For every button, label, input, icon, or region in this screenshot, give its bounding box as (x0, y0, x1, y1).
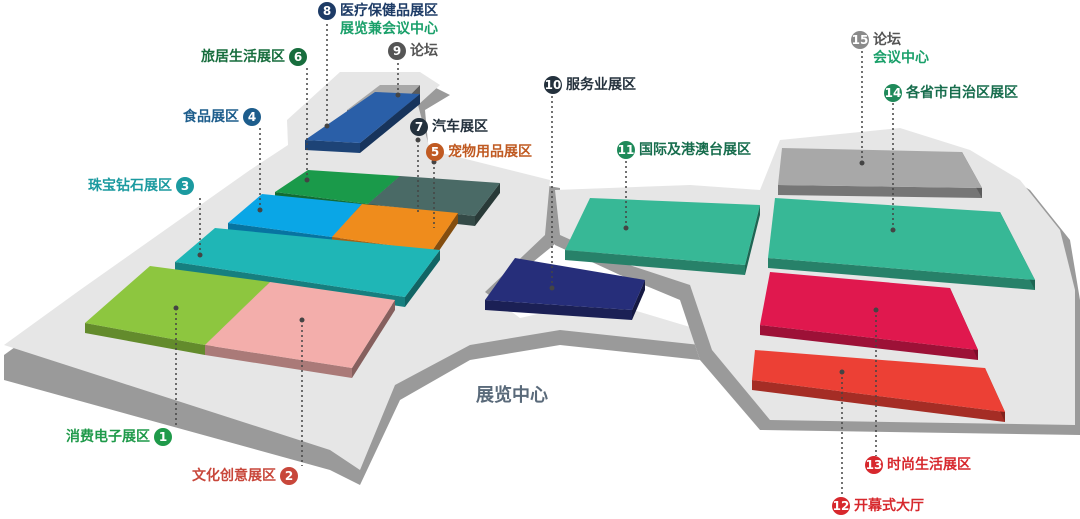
zone-block-z11-side (745, 205, 760, 275)
zone-block-z1[interactable] (85, 266, 270, 345)
leader-dot-11 (623, 225, 629, 231)
leader-dot-7 (395, 92, 401, 98)
zone-10-name: 服务业展区 (566, 77, 636, 93)
center-title: 展览中心 (476, 385, 548, 406)
leader-dot-14 (873, 307, 879, 313)
zone-9-name: 论坛 (410, 43, 438, 59)
label-zone-7[interactable]: 7 汽车展区 (410, 118, 488, 136)
label-zone-15[interactable]: 15 论坛 会议中心 (851, 31, 929, 67)
zone-14-name: 各省市自治区展区 (906, 85, 1018, 101)
zone-block-z8-front (305, 140, 360, 153)
zone-block-z8[interactable] (305, 92, 420, 143)
label-zone-2[interactable]: 文化创意展区 2 (192, 467, 298, 485)
label-zone-5[interactable]: 5 宠物用品展区 (426, 143, 532, 161)
leader-dot-6 (324, 123, 330, 129)
zone-12-name: 开幕式大厅 (854, 498, 924, 514)
leader-dot-5 (304, 177, 310, 183)
zone-block-z1-front (85, 323, 205, 355)
zone-block-z13[interactable] (760, 272, 978, 350)
zone-block-z2[interactable] (205, 282, 395, 368)
zone-3-name: 珠宝钻石展区 (88, 178, 172, 194)
zone-15-name: 论坛 (873, 32, 901, 48)
leader-dot-2 (299, 317, 305, 323)
zone-8-name: 医疗保健品展区 (340, 3, 438, 19)
leader-dot-13 (890, 227, 896, 233)
zone-15-badge: 15 (851, 31, 869, 49)
leader-dot-15 (839, 369, 845, 375)
zone-blocks (85, 85, 1035, 422)
zone-1-name: 消费电子展区 (66, 429, 150, 445)
label-zone-11[interactable]: 11 国际及港澳台展区 (617, 141, 751, 159)
leader-dot-10 (549, 285, 555, 291)
zone-7-badge: 7 (410, 118, 428, 136)
zone-block-z11-front (565, 250, 745, 275)
zone-6-badge: 6 (289, 48, 307, 66)
zone-block-z7-side (475, 183, 500, 226)
zone-5-badge: 5 (426, 143, 444, 161)
leader-dot-8 (415, 137, 421, 143)
zone-1-badge: 1 (154, 428, 172, 446)
zone-block-z7[interactable] (368, 176, 500, 216)
label-zone-14[interactable]: 14 各省市自治区展区 (884, 84, 1018, 102)
zone-block-z15[interactable] (778, 148, 982, 188)
zone-14-badge: 14 (884, 84, 902, 102)
label-zone-10[interactable]: 10 服务业展区 (544, 76, 636, 94)
zone-block-z2-front (205, 345, 352, 378)
label-zone-3[interactable]: 珠宝钻石展区 3 (88, 177, 194, 195)
zone-block-z3[interactable] (175, 228, 440, 297)
zone-3-badge: 3 (176, 177, 194, 195)
zone-10-badge: 10 (544, 76, 562, 94)
zone-block-z13-front (760, 325, 978, 360)
leader-dot-4 (257, 207, 263, 213)
zone-block-z2-side (352, 300, 395, 378)
label-zone-6[interactable]: 旅居生活展区 6 (201, 48, 307, 66)
zone-block-z8-side (360, 94, 420, 153)
label-zone-9[interactable]: 9 论坛 (388, 42, 438, 60)
zone-8-badge: 8 (318, 2, 336, 20)
label-zone-1[interactable]: 消费电子展区 1 (66, 428, 172, 446)
zone-6-name: 旅居生活展区 (201, 49, 285, 65)
zone-4-badge: 4 (243, 108, 261, 126)
zone-block-z14[interactable] (768, 198, 1035, 280)
zone-block-z5[interactable] (332, 204, 458, 251)
zone-block-z5-side (432, 213, 458, 261)
zone-8-sub: 展览兼会议中心 (340, 21, 438, 37)
zone-block-z14-front (768, 258, 1035, 290)
label-zone-4[interactable]: 食品展区 4 (183, 108, 261, 126)
zone-block-z12-front (752, 380, 1005, 422)
zone-block-z12[interactable] (752, 350, 1005, 412)
zone-13-badge: 13 (865, 456, 883, 474)
zone-12-badge: 12 (832, 497, 850, 515)
zone-block-z15-front (778, 185, 982, 198)
label-zone-12[interactable]: 12 开幕式大厅 (832, 497, 924, 515)
zone-15-sub: 会议中心 (873, 50, 929, 66)
zone-11-name: 国际及港澳台展区 (639, 142, 751, 158)
label-zone-13[interactable]: 13 时尚生活展区 (865, 456, 971, 474)
zone-13-name: 时尚生活展区 (887, 457, 971, 473)
zone-block-z4[interactable] (228, 194, 362, 237)
leader-dot-3 (197, 252, 203, 258)
zone-5-name: 宠物用品展区 (448, 144, 532, 160)
zone-11-badge: 11 (617, 141, 635, 159)
zone-block-z10-side (632, 280, 645, 320)
leader-lines (173, 22, 896, 497)
zone-block-z3-side (405, 250, 440, 307)
zone-4-name: 食品展区 (183, 109, 239, 125)
zone-block-z10[interactable] (485, 258, 645, 310)
leader-dot-12 (859, 160, 865, 166)
zone-block-z10-front (485, 300, 632, 320)
zone-block-z11[interactable] (565, 198, 760, 265)
zone-2-badge: 2 (280, 467, 298, 485)
leader-dot-1 (173, 305, 179, 311)
zone-2-name: 文化创意展区 (192, 468, 276, 484)
zone-9-badge: 9 (388, 42, 406, 60)
zone-7-name: 汽车展区 (432, 119, 488, 135)
label-zone-8[interactable]: 8 医疗保健品展区 展览兼会议中心 (318, 2, 438, 38)
